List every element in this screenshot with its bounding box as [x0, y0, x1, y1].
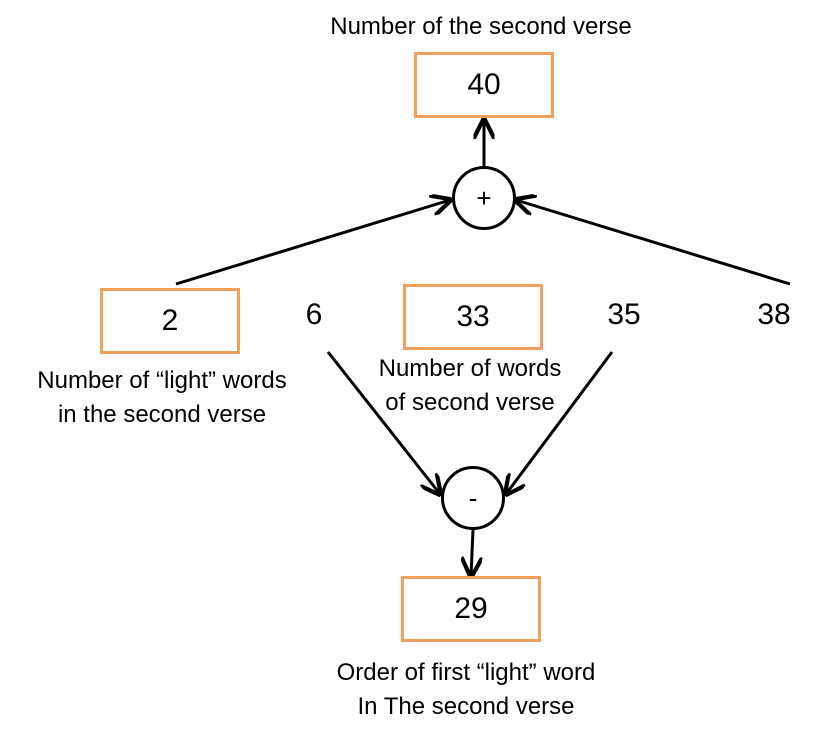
top-value-box: 40: [414, 52, 554, 118]
top-caption: Number of the second verse: [330, 13, 632, 40]
light-words-caption-line2: in the second verse: [57, 401, 267, 428]
light-words-caption-line1: Number of “light” words: [37, 367, 287, 394]
words-count-caption-line1: Number of words: [378, 355, 562, 382]
bottom-caption-line2: In The second verse: [357, 693, 575, 720]
arrow-38-to-plus: [516, 200, 791, 286]
arrow-minus-to-bottom: [471, 529, 473, 576]
number-35: 35: [607, 298, 641, 331]
words-count-caption-line2: of second verse: [385, 389, 555, 416]
bottom-value-box: 29: [401, 576, 541, 642]
words-count-box: 33: [403, 284, 543, 350]
light-words-count-box: 2: [100, 288, 240, 354]
arrow-6-to-minus: [326, 351, 440, 494]
number-38: 38: [757, 298, 791, 331]
bottom-caption-line1: Order of first “light” word: [336, 659, 596, 686]
arrow-35-to-minus: [506, 351, 614, 494]
arrow-2-to-plus: [175, 200, 450, 286]
minus-operator: -: [441, 466, 505, 530]
plus-operator: +: [452, 166, 516, 230]
number-6: 6: [305, 298, 323, 331]
